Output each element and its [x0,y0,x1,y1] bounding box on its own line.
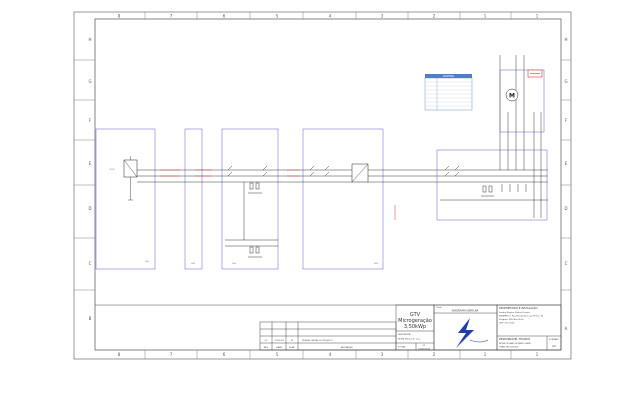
grid-col-label: 5 [276,352,279,357]
format-value: A3 [552,344,556,348]
drawing-border-outer [73,11,572,360]
grid-col-label: 1 [536,352,539,357]
grid-col-label: 6 [223,14,226,19]
rev-author: ST [291,340,294,342]
grid-col-label: 1 [484,352,487,357]
rev-header-change: ALTERAÇÃO [341,346,353,349]
grid-columns-top: 8 7 6 5 4 3 2 1 1 [118,14,539,19]
grid-rows-left: H G F E D C B [88,37,91,321]
grid-row-label: G [88,79,91,84]
grid-row-label: C [565,261,568,266]
sheet-value: 01 [423,345,426,347]
grid-col-label: 8 [118,14,121,19]
tech-header: RESPONSÁVEL TÉCNICO [499,336,530,341]
rev-header-author: ELAB. [289,346,295,349]
grid-row-label: A [565,326,568,331]
inverter-block: ≡≡ [302,128,384,270]
grid-row-label: D [564,206,567,211]
grid-col-label: 2 [433,352,436,357]
project-title-line3: 3,50kWp [404,324,426,330]
meter-block: M [499,69,545,133]
tech-name: NOME: ROMÃO ROMERO LAGE [499,342,531,345]
owner-name: Sandra Regina Mattos Pereira [499,311,530,314]
string-box-label: ≡≡ [191,262,195,265]
project-title-line2: Microgeração [398,318,432,324]
owner-header: PROPRIETÁRIO E INSTALAÇÃO [499,305,538,310]
pv-block-label: ≡≡ [145,260,149,263]
owner-cep: CEP: 377-0100 [499,323,515,325]
designer-label: DESIGNISTA [398,333,411,336]
grid-row-label: G [564,79,567,84]
inverter-label: ≡≡ [374,262,378,265]
rev-header-date: DATA [276,346,282,349]
company-logo [456,318,489,348]
grid-col-label: 3 [381,14,384,19]
pv-array-block: ≡≡≡ ≡≡ [95,128,156,270]
sheet-label: FOLHA [398,346,406,349]
inverter-icon [351,163,369,183]
meter-symbol [505,88,519,102]
grid-rows-right: H G F E D C A [564,37,567,331]
grid-row-label: B [89,316,92,321]
project-title-line1: GTV [410,312,421,318]
grid-col-label: 7 [170,352,173,357]
grid-row-label: H [564,37,567,42]
grid-row-label: D [88,206,91,211]
grid-col-label: 3 [381,352,384,357]
grid-row-label: E [89,161,92,166]
grid-col-label: 1 [536,14,539,19]
grid-col-label: 8 [118,352,121,357]
grid-col-label: 7 [170,14,173,19]
owner-city: Pirapora, MG, Boa Vista [499,318,524,321]
drawing-title: DIAGRAMA UNIFILAR [452,309,479,313]
owner-address: ENDEREÇO: Rua Bernardino Luiz Pinho, 36 [499,315,544,318]
dc-bus-lines [137,169,352,247]
rev-date: 17/01/24 [274,340,284,342]
dc-protection-block: ≡≡ [221,128,279,270]
grid-col-label: 1 [484,14,487,19]
ac-panel-block [436,149,548,221]
grid-col-label: 2 [433,14,436,19]
dc-protection-label: ≡≡ [232,262,236,265]
meter-letter: M [509,92,515,99]
string-box-block: ≡≡ [184,128,203,270]
grid-col-label: 4 [329,352,332,357]
dc-switches [227,165,330,258]
grid-row-label: C [89,261,92,266]
title-block [95,304,562,351]
pv-spec-note: ≡≡≡ [109,168,115,171]
grid-col-label: 6 [223,352,226,357]
drawing-label: Título [436,306,443,309]
date-value: 07/05/2024 [418,349,431,351]
grid-row-label: F [89,118,92,123]
grid-row-label: E [565,161,568,166]
rev-header-rev: REV. [264,347,269,349]
rev-number: 00 [265,340,268,342]
legend-table: LEGENDA [424,74,473,111]
rev-description: VERSÃO INICIAL DO PROJETO [302,339,333,342]
red-annotations [160,169,396,220]
grid-col-label: 5 [276,14,279,19]
tech-crea: CREA: MG-180000 [499,346,519,349]
ac-bus-lines [368,55,548,218]
grid-col-label: 4 [329,14,332,19]
drawing-border-inner [94,18,562,351]
grid-row-label: F [565,118,568,123]
designer-name: NOME Mateus E. Luiz [398,338,420,341]
ac-breakers [444,165,527,197]
format-label: FORMATO [549,338,560,341]
grid-row-label: H [88,37,91,42]
legend-header: LEGENDA [443,75,455,78]
grid-ticks [74,12,571,359]
grid-columns-bottom: 8 7 6 5 4 3 2 1 1 [118,352,539,357]
